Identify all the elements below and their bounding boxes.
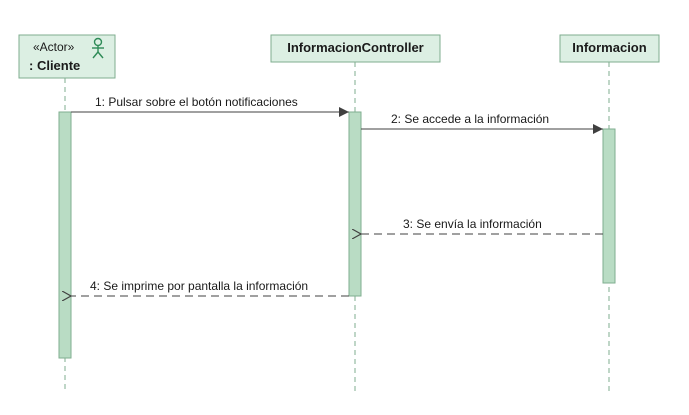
message-1[interactable]: 1: Pulsar sobre el botón notificaciones [71,95,349,117]
message-label: 1: Pulsar sobre el botón notificaciones [95,95,298,109]
participant-cliente[interactable]: «Actor» : Cliente [18,34,116,79]
activation-informacioncontroller [348,111,362,297]
participant-name: : Cliente [29,58,80,73]
participant-box [270,34,441,63]
message-4[interactable]: 4: Se imprime por pantalla la informació… [71,279,349,296]
actor-stick-figure-icon [92,37,104,59]
participant-box [559,34,660,63]
message-label: 4: Se imprime por pantalla la informació… [90,279,308,293]
participant-name: Informacion [572,40,646,55]
participant-box [18,34,116,79]
activation-informacion [602,128,616,284]
participant-stereotype: «Actor» [33,40,75,54]
message-label: 2: Se accede a la información [391,112,549,126]
participant-informacion[interactable]: Informacion [559,34,660,63]
participant-informacioncontroller[interactable]: InformacionController [270,34,441,63]
message-2[interactable]: 2: Se accede a la información [361,112,603,134]
participant-name: InformacionController [287,40,424,55]
message-label: 3: Se envía la información [403,217,542,231]
message-3[interactable]: 3: Se envía la información [361,217,603,234]
activation-cliente [58,111,72,359]
